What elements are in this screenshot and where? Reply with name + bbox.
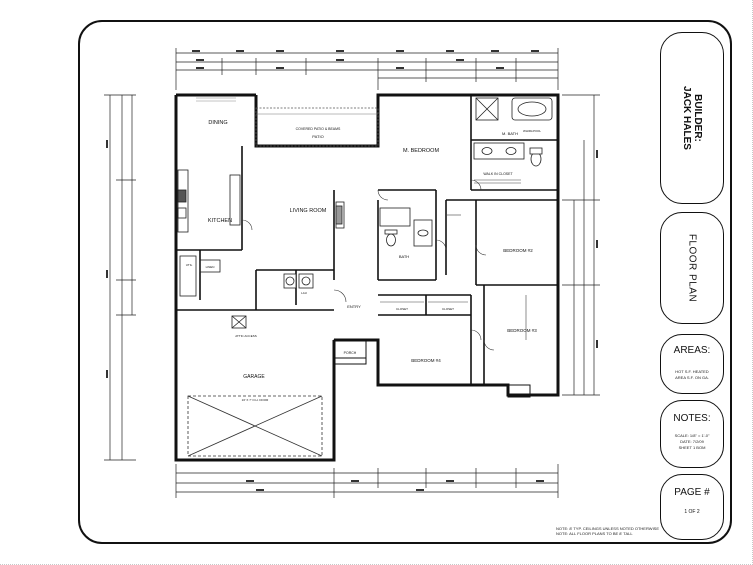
floor-plan-drawing: DINING COVERED PATIO & BEAMS PATIO KITCH…	[96, 40, 608, 522]
label-bath: BATH	[399, 254, 409, 259]
label-laundry: LAU	[301, 291, 307, 295]
builder-box: BUILDER: JACK HALES	[660, 32, 724, 204]
dining-details	[196, 97, 236, 102]
kitchen-counters	[177, 169, 241, 297]
label-porch: PORCH	[344, 351, 357, 355]
label-whirlpool: WHIRLPOOL	[523, 129, 541, 133]
closet-shelves	[380, 179, 527, 340]
page-heading: PAGE #	[674, 487, 710, 498]
label-patio-note: COVERED PATIO & BEAMS	[296, 127, 341, 131]
label-kitchen: KITCHEN	[208, 218, 232, 224]
label-patio: PATIO	[312, 134, 323, 139]
side-dimension-lines	[104, 94, 600, 461]
label-garage: GARAGE	[243, 374, 265, 380]
dimension-marks	[106, 50, 598, 491]
label-dining: DINING	[208, 120, 227, 126]
porch-steps	[333, 339, 531, 398]
notes-heading: NOTES:	[673, 413, 711, 424]
door-swings	[241, 179, 495, 351]
label-bedroom4: BEDROOM #4	[411, 358, 441, 363]
builder-label: BUILDER: JACK HALES	[681, 86, 703, 150]
label-linen: LINEN	[206, 265, 215, 269]
living-fixtures	[335, 201, 345, 229]
garage-door-symbol	[187, 395, 323, 457]
bottom-dimension-lines	[175, 464, 559, 498]
label-bedroom3: BEDROOM #3	[507, 328, 537, 333]
label-entry: ENTRY	[347, 304, 361, 309]
notes-box: NOTES: SCALE: 1/8" = 1'-0" DATE: 7/2/09 …	[660, 400, 724, 468]
room-labels: DINING COVERED PATIO & BEAMS PATIO KITCH…	[186, 120, 542, 402]
label-garage-door: 16' X 7' O.H. DOOR	[242, 398, 269, 402]
label-util: UTIL	[186, 263, 193, 267]
notes-line3: SHEET 1 BOM	[678, 445, 706, 450]
label-bedroom2: BEDROOM #2	[503, 248, 533, 253]
label-closet-b: CLOSET	[442, 307, 454, 311]
top-dimension-lines	[175, 48, 559, 90]
footnote-1: NOTE: 8' TYP. CEILINGS UNLESS NOTED OTHE…	[556, 526, 660, 531]
page-number: 1 OF 2	[684, 509, 700, 515]
sheet-title: FLOOR PLAN	[686, 233, 698, 303]
areas-line1: HOT S.F. HEATED	[675, 369, 709, 374]
bath-fixtures	[283, 97, 553, 289]
label-living: LIVING ROOM	[290, 208, 327, 214]
label-closet-a: CLOSET	[396, 307, 408, 311]
builder-name: JACK HALES	[681, 86, 692, 150]
drawing-frame	[78, 20, 732, 544]
label-walk-in-closet: WALK IN CLOSET	[483, 172, 513, 176]
notes-line1: SCALE: 1/8" = 1'-0"	[674, 433, 710, 438]
patio-outline	[255, 107, 379, 147]
footnote-2: NOTE: ALL FLOOR PLANS TO BE 8' TALL	[556, 531, 633, 536]
label-attic: ATTIC ACCESS	[235, 334, 256, 338]
page-box: PAGE # 1 OF 2	[660, 474, 724, 540]
sheet-title-box: FLOOR PLAN	[660, 212, 724, 324]
label-master-bedroom: M. BEDROOM	[403, 148, 439, 154]
areas-box: AREAS: HOT S.F. HEATED AREA S.F. ON GA.	[660, 334, 724, 394]
areas-heading: AREAS:	[673, 345, 711, 356]
attic-access-box	[231, 315, 247, 329]
label-master-bath: M. BATH	[502, 131, 518, 136]
interior-walls	[176, 95, 558, 385]
builder-label-line1: BUILDER:	[692, 94, 703, 142]
notes-line2: DATE: 7/2/09	[680, 439, 704, 444]
footnotes: NOTE: 8' TYP. CEILINGS UNLESS NOTED OTHE…	[556, 526, 659, 536]
areas-line2: AREA S.F. ON GA.	[675, 375, 709, 380]
